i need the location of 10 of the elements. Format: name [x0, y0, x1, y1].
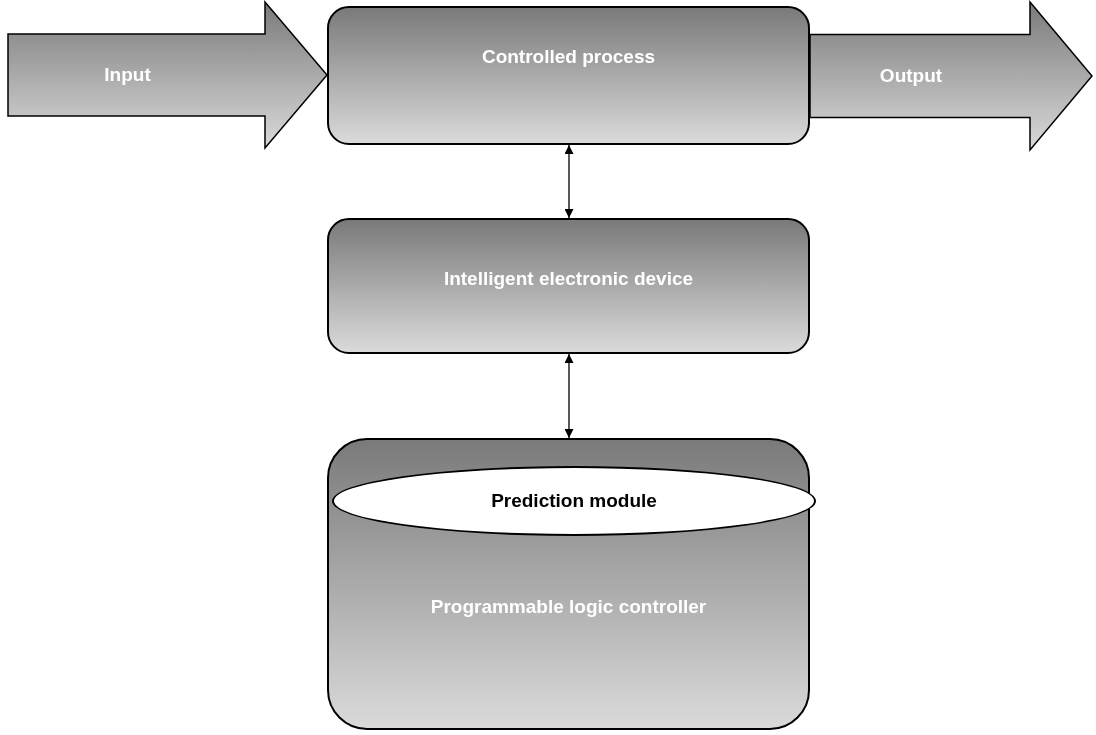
process-box — [327, 218, 810, 354]
double-arrow — [564, 144, 574, 219]
arrow-label: Output — [879, 65, 943, 87]
node-label: Prediction module — [491, 490, 657, 512]
node-label: Intelligent electronic device — [443, 268, 694, 290]
process-box — [327, 6, 810, 145]
node-label: Programmable logic controller — [430, 596, 707, 618]
arrow-label: Input — [104, 64, 151, 86]
double-arrow — [564, 353, 574, 439]
node-label: Controlled process — [481, 46, 656, 68]
